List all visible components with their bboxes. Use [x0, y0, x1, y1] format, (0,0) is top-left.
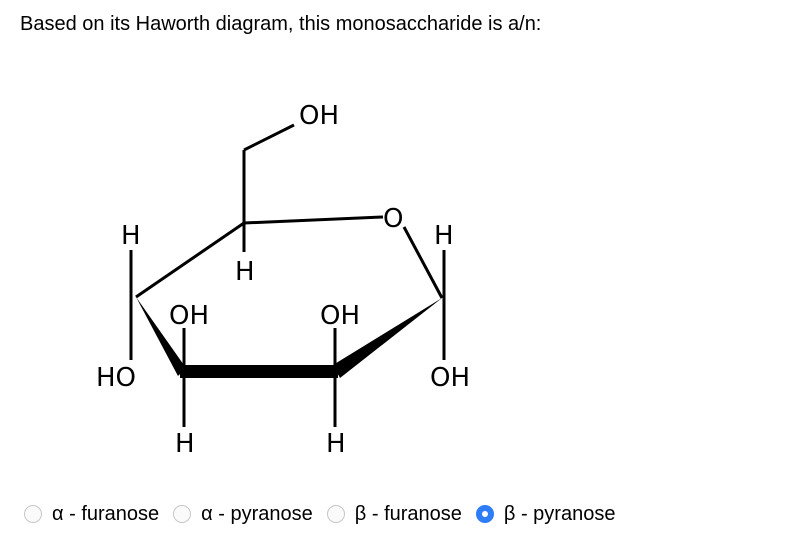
radio-beta-furanose[interactable] [326, 505, 345, 523]
ring-bold-c3-c2 [180, 365, 338, 378]
question-text: Based on its Haworth diagram, this monos… [20, 13, 542, 35]
option-beta-pyranose[interactable]: β - pyranose [475, 502, 616, 526]
answer-options: α - furanose α - pyranose β - furanose β… [24, 498, 629, 530]
option-label: α - pyranose [201, 503, 313, 525]
c3-h-label: H [175, 429, 195, 459]
option-label: β - pyranose [503, 503, 616, 525]
c4-h-top-label: H [121, 221, 141, 251]
ring-oxygen-label: O [383, 204, 403, 234]
c4-ho-label: HO [96, 363, 136, 393]
ring-bond-o-c1 [402, 226, 444, 299]
c2-oh-label: OH [320, 301, 360, 331]
radio-alpha-pyranose[interactable] [173, 505, 192, 523]
ring-wedge-c4-c3 [136, 297, 186, 376]
c6-oh-label: OH [299, 101, 339, 131]
option-label: α - furanose [52, 503, 160, 525]
radio-beta-pyranose[interactable] [475, 505, 494, 523]
c1-oh-label: OH [430, 363, 470, 393]
option-alpha-pyranose[interactable]: α - pyranose [173, 502, 313, 526]
option-beta-furanose[interactable]: β - furanose [326, 502, 462, 526]
c1-h-label: H [434, 221, 454, 251]
radio-alpha-furanose[interactable] [24, 505, 42, 523]
option-label: β - furanose [354, 503, 462, 525]
c6-o-bond [243, 123, 295, 152]
c3-oh-label: OH [169, 301, 209, 331]
ring-bond-c5-c4 [135, 221, 245, 299]
ring-bond-c5-o [243, 215, 384, 225]
c2-h-label: H [326, 429, 346, 459]
option-alpha-furanose[interactable]: α - furanose [24, 502, 159, 526]
ring-wedge-c2-c1 [333, 298, 442, 378]
c5-h-label: H [235, 257, 255, 287]
